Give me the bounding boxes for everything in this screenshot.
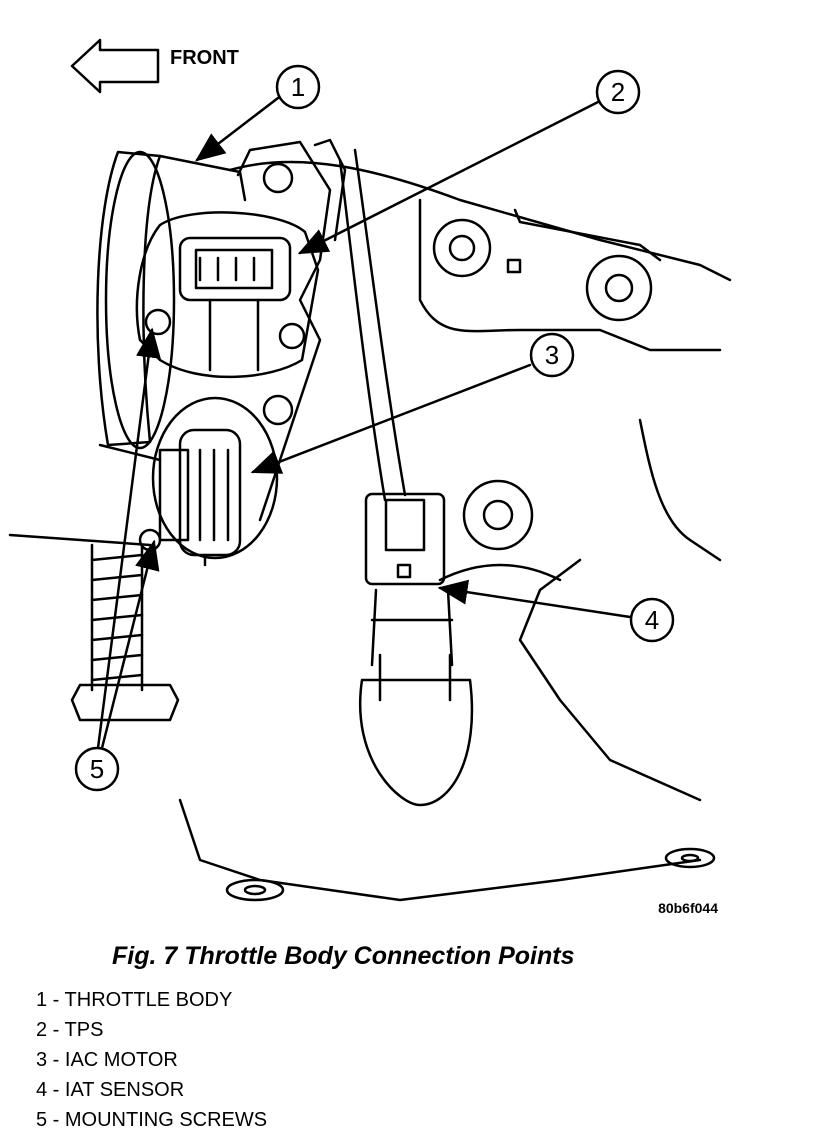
threaded-stud xyxy=(8,533,180,722)
callout-number-4: 4 xyxy=(645,605,659,635)
leader-line-3 xyxy=(250,363,532,474)
callout-circle-4 xyxy=(629,597,675,643)
legend-item: 1 - THROTTLE BODY xyxy=(36,989,233,1011)
legend-item: 2 - TPS xyxy=(36,1019,104,1041)
leader-line-5b xyxy=(100,539,160,750)
callout-circle-5 xyxy=(74,746,120,792)
leader-line-2 xyxy=(297,98,604,255)
callout-circle-3 xyxy=(529,332,575,378)
legend-item: 3 - IAC MOTOR xyxy=(36,1049,178,1071)
leader-line-5a xyxy=(96,327,161,750)
legend-item: 5 - MOUNTING SCREWS xyxy=(36,1109,268,1131)
legend-item: 4 - IAT SENSOR xyxy=(36,1079,185,1101)
leader-line-4 xyxy=(437,579,632,619)
front-label: FRONT xyxy=(170,47,239,69)
callout-number-3: 3 xyxy=(545,340,559,370)
figure-caption: Fig. 7 Throttle Body Connection Points xyxy=(112,942,575,970)
iac-motor xyxy=(138,394,294,567)
leader-line-1 xyxy=(195,96,280,162)
callout-circle-1 xyxy=(275,64,321,110)
callout-number-2: 2 xyxy=(611,77,625,107)
iat-sensor xyxy=(338,148,474,807)
front-arrow-icon xyxy=(70,38,160,94)
figure-code: 80b6f044 xyxy=(658,900,718,916)
throttle-body xyxy=(96,150,247,462)
mounting-bracket xyxy=(236,140,332,522)
intake-manifold xyxy=(228,160,732,282)
throttle-body-illustration: FRONT 1 2 3 4 5 80b6f044 xyxy=(8,38,732,916)
tps-sensor xyxy=(135,211,320,379)
callout-circle-2 xyxy=(595,69,641,115)
legend-list: 1 - THROTTLE BODY 2 - TPS 3 - IAC MOTOR … xyxy=(36,985,267,1135)
callout-number-1: 1 xyxy=(291,72,305,102)
callout-number-5: 5 xyxy=(90,754,104,784)
